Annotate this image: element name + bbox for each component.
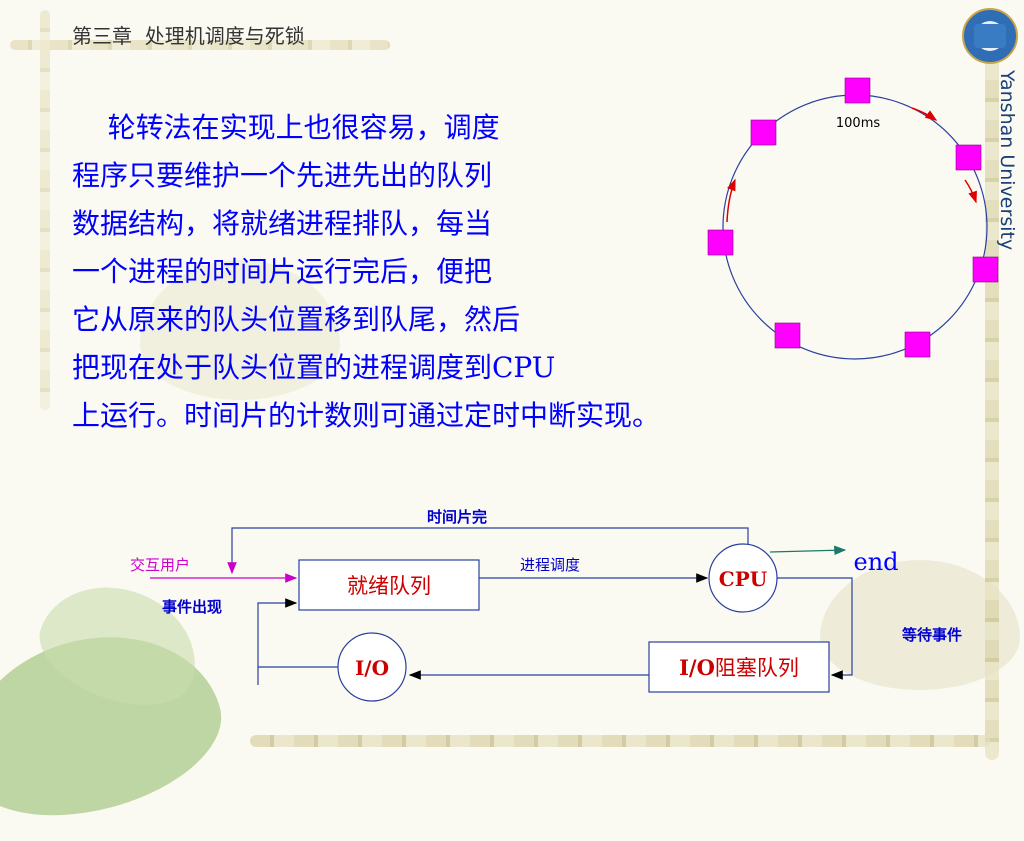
ready-queue-label: 就绪队列 (347, 574, 431, 598)
event-occurs-label: 事件出现 (162, 598, 222, 616)
process-box (955, 144, 982, 171)
diagrams-canvas: 100ms 时间片完 交互用户 就绪队列 进程调度 CPU end (130, 77, 999, 702)
interactive-user-label: 交互用户 (130, 556, 190, 574)
time-slice-feedback-line (227, 527, 749, 575)
paragraph-line: 轮转法在实现上也很容易，调度 (72, 111, 500, 144)
io-blocked-queue-box (648, 641, 830, 693)
ready-queue-box (298, 559, 480, 611)
paragraph-line: 程序只要维护一个先进先出的队列 (72, 159, 493, 192)
process-flow-diagram: 时间片完 交互用户 就绪队列 进程调度 CPU end 等待事件 I/O阻塞队列… (130, 508, 962, 702)
io-prefix: I/O (679, 655, 715, 680)
process-box (972, 256, 999, 283)
process-box (774, 322, 801, 349)
paragraph-line: 数据结构，将就绪进程排队，每当 (72, 207, 493, 240)
rotation-arrow (726, 178, 736, 223)
wait-event-label: 等待事件 (902, 626, 962, 644)
event-occurs-line (257, 598, 338, 668)
chapter-title: 第三章 处理机调度与死锁 (72, 24, 305, 48)
process-box (844, 77, 871, 104)
vine-decoration (10, 40, 390, 50)
paragraph-line: 上运行。时间片的计数则可通过定时中断实现。 (72, 399, 661, 432)
logo-emblem (974, 24, 1006, 48)
paragraph-line: 它从原来的队头位置移到队尾，然后 (72, 303, 521, 336)
dispatch-label: 进程调度 (520, 556, 580, 574)
process-box (750, 119, 777, 146)
vine-decoration (985, 40, 999, 760)
end-label: end (853, 548, 898, 576)
paragraph-line: 把现在处于队头位置的进程调度到CPU (72, 351, 556, 384)
process-box (904, 331, 931, 358)
paragraph-line: 一个进程的时间片运行完后，便把 (72, 255, 493, 288)
rotation-arrow (964, 179, 977, 204)
cpu-label: CPU (719, 567, 767, 591)
io-blocked-queue-label: I/O阻塞队列 (679, 655, 799, 680)
process-box (707, 229, 734, 256)
vine-decoration (250, 735, 990, 747)
end-arrow (769, 545, 847, 556)
wait-event-line (777, 577, 853, 680)
round-robin-diagram: 100ms (707, 77, 999, 360)
vine-decoration (40, 10, 50, 410)
slide-paragraph: 轮转法在实现上也很容易，调度 程序只要维护一个先进先出的队列 数据结构，将就绪进… (72, 104, 932, 440)
university-name-vertical: Yanshan University (996, 70, 1018, 251)
blocked-queue-suffix: 阻塞队列 (715, 656, 799, 680)
university-logo (962, 8, 1018, 64)
rotation-arrow (911, 107, 938, 121)
background-leaf-decoration (140, 260, 340, 400)
io-label: I/O (355, 656, 389, 680)
quantum-label: 100ms (836, 116, 880, 131)
time-slice-done-label: 时间片完 (427, 508, 487, 526)
